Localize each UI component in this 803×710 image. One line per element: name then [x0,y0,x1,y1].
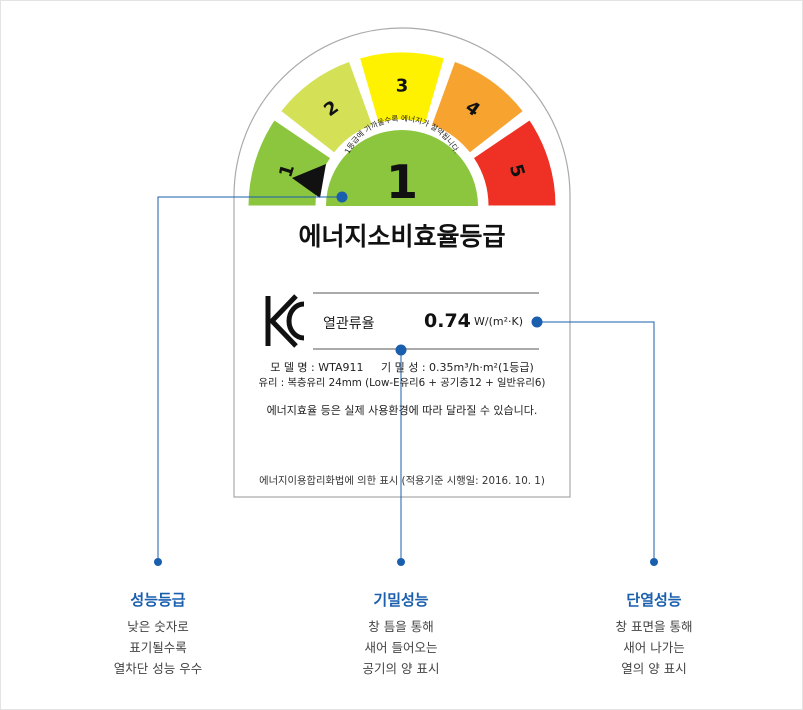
metric-value: 0.74 [424,310,471,332]
metric-unit: W/(m²·K) [474,315,524,328]
grade-segment-label-5: 5 [505,162,529,180]
callout-line: 열의 양 표시 [621,661,687,676]
callout-line: 표기될수록 [129,640,187,655]
callout-line: 새어 들어오는 [364,640,438,655]
callout-desc-insulation: 창 표면을 통해 새어 나가는 열의 양 표시 [574,616,734,679]
label-outline [233,27,571,498]
glass-line: 유리 : 복층유리 24mm (Low-E유리6 + 공기층12 + 일반유리6… [258,377,546,389]
current-grade-number: 1 [386,155,418,209]
callout-line: 새어 나가는 [623,640,685,655]
grade-pointer-icon [292,164,326,198]
metric-name: 열관류율 [323,316,375,332]
callout-line: 공기의 양 표시 [362,661,440,676]
callout-line: 낮은 숫자로 [127,619,189,634]
callout-desc-grade: 낮은 숫자로 표기될수록 열차단 성능 우수 [78,616,238,679]
callout-title-insulation: 단열성능 [626,591,682,609]
callout-line: 창 틈을 통해 [368,619,434,634]
callout-line: 열차단 성능 우수 [113,661,203,676]
grade-segment-2 [279,60,374,154]
notice-text: 에너지효율 등은 실제 사용환경에 따라 달라질 수 있습니다. [266,404,538,417]
callout-dots [154,191,658,566]
grade-segment-5 [472,119,557,207]
grade-segment-label-1: 1 [275,162,299,180]
footer-text: 에너지이용합리화법에 의한 표시 (적용기준 시행일: 2016. 10. 1) [259,475,545,487]
callout-connectors [157,196,655,562]
callout-line: 창 표면을 통해 [615,619,693,634]
label-title: 에너지소비효율등급 [298,222,506,251]
grade-segment-4 [430,60,525,154]
model-line: 모 델 명 : WTA911 기 밀 성 : 0.35m³/h·m²(1등급) [270,361,534,374]
grade-segment-label-3: 3 [396,76,409,97]
kc-mark-icon [265,294,305,348]
callout-title-grade: 성능등급 [130,591,186,609]
grade-segment-3 [358,51,446,124]
current-grade-dial [326,130,478,206]
callout-title-airtight: 기밀성능 [373,591,429,609]
callout-desc-airtight: 창 틈을 통해 새어 들어오는 공기의 양 표시 [321,616,481,679]
